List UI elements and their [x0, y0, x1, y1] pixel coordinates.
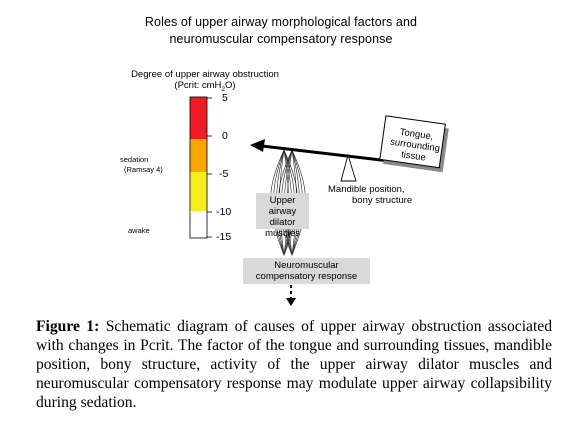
tick-label-minus10: -10	[216, 206, 232, 218]
scale-title: Degree of upper airway obstruction	[131, 69, 279, 80]
diagram-title-line1: Roles of upper airway morphological fact…	[144, 15, 418, 29]
mandible-label-line1: Mandible position,	[328, 184, 405, 195]
scale-outline	[189, 96, 208, 239]
down-arrow	[286, 285, 296, 306]
scale-unit: (Pcrit: cmH2O)	[174, 80, 236, 93]
scale-segment-yellow	[190, 172, 207, 211]
obstruction-scale-bar	[189, 96, 208, 239]
neuromuscular-label: Neuromuscular compensatory response	[255, 260, 358, 282]
tongue-box	[379, 115, 449, 173]
awake-label: awake	[128, 226, 150, 235]
tick-label-5: 5	[222, 92, 228, 104]
mandible-label-line2: bony structure	[352, 195, 413, 206]
neuromuscular-box	[243, 258, 370, 284]
dilator-label: Upper airway dilator muscles	[265, 195, 300, 239]
figure-caption: Figure 1: Schematic diagram of causes of…	[36, 317, 552, 412]
sedation-ramsay-label: (Ramsay 4)	[124, 165, 163, 174]
fulcrum-triangle	[340, 153, 357, 182]
diagram-title-line2: neuromuscular compensatory response	[169, 32, 393, 46]
figure-caption-text: Schematic diagram of causes of upper air…	[36, 318, 553, 411]
figure-caption-label: Figure 1:	[36, 318, 100, 335]
dilator-box	[256, 193, 309, 229]
tick-label-minus15: -15	[216, 231, 232, 243]
dilator-muscles-mesh	[270, 149, 306, 257]
scale-segment-red	[190, 97, 207, 139]
sedation-label: sedation	[120, 155, 149, 164]
tick-label-minus5: -5	[219, 168, 229, 180]
scale-segment-white	[190, 211, 207, 238]
scale-ticks	[207, 97, 212, 238]
scale-segment-orange	[190, 139, 207, 172]
tick-label-0: 0	[222, 130, 228, 142]
